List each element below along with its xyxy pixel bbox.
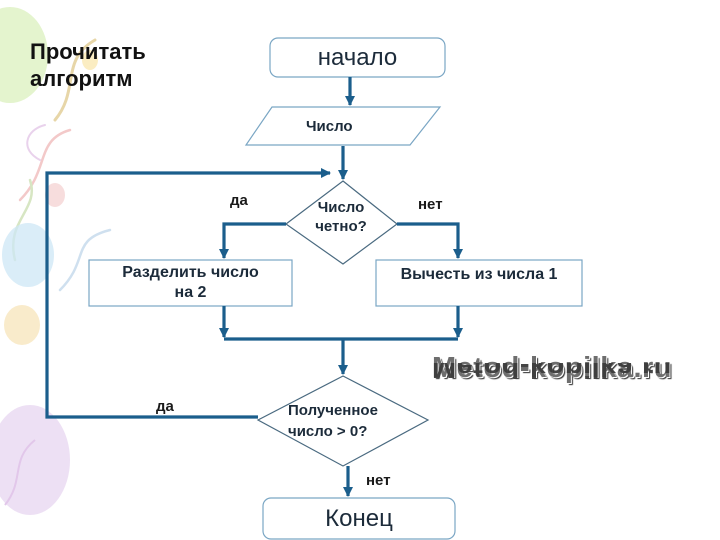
arrow-no-to-subtract (397, 222, 464, 260)
edge-label-even-yes: да (230, 192, 248, 209)
start-terminator (269, 37, 446, 78)
end-terminator (262, 497, 456, 540)
process-subtract-label: Вычесть из числа 1 (400, 266, 558, 283)
arrow-loop-back (45, 167, 332, 419)
watermark-reflection: Metod-kopilka.ru (432, 363, 673, 383)
arrow-yes-to-divide (218, 222, 286, 260)
page-title: Прочитать алгоритм (30, 39, 146, 91)
decision-positive-label: Полученное число > 0? (288, 402, 378, 440)
edge-label-positive-yes: да (156, 398, 174, 415)
decision-even-label: Число четно? (315, 199, 367, 235)
end-label: Конец (325, 504, 393, 532)
decision-even-diamond (284, 180, 398, 265)
decision-positive-diamond (256, 375, 430, 467)
process-subtract-box (375, 259, 583, 307)
start-label: начало (317, 43, 398, 71)
process-divide-box (88, 259, 293, 307)
edge-label-positive-no: нет (366, 472, 391, 489)
edge-label-even-no: нет (418, 196, 443, 213)
process-divide-label: Разделить число на 2 (122, 264, 259, 301)
input-parallelogram (244, 106, 442, 146)
input-label: Число (306, 117, 353, 135)
watermark-logo: Metod-kopilka.ru (432, 352, 673, 384)
